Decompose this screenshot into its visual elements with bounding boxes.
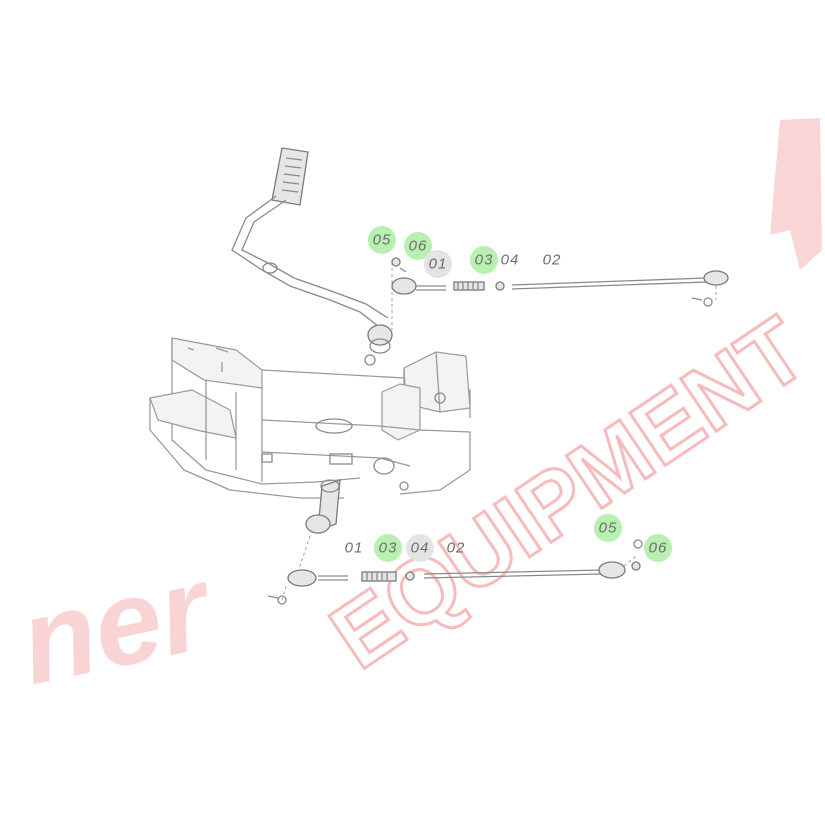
bottom-spring <box>361 571 397 582</box>
callout-highlight <box>470 246 498 274</box>
callout-bottom-06: 06 <box>644 534 672 562</box>
callout-label: 04 <box>411 540 430 557</box>
callout-highlight <box>594 514 622 542</box>
brake-pedal <box>231 147 393 354</box>
bottom-rod-end <box>598 561 626 579</box>
callout-bottom-01: 01 <box>345 540 364 557</box>
watermark-block-text: EQUIPMENT <box>313 298 823 688</box>
callout-bottom-05: 05 <box>594 514 622 542</box>
lower-pedal-shaft <box>305 479 341 534</box>
bottom-nut <box>405 571 415 581</box>
top-rod <box>511 277 707 290</box>
watermark-tractor-logo <box>770 118 822 270</box>
top-nut <box>495 281 505 291</box>
bottom-rod <box>423 569 603 579</box>
callout-highlight <box>374 534 402 562</box>
callout-top-01: 01 <box>424 250 452 278</box>
callout-top-04: 04 <box>501 252 520 269</box>
callout-label: 01 <box>345 540 364 557</box>
callout-label: 02 <box>543 252 562 269</box>
chassis-frame <box>149 337 471 499</box>
callout-label: 05 <box>373 232 392 249</box>
callout-top-06: 06 <box>404 232 432 260</box>
top-spring <box>453 281 485 291</box>
top-clevis <box>391 277 417 295</box>
callout-bottom-04: 04 <box>406 534 434 562</box>
callout-bottom-02: 02 <box>447 540 466 557</box>
callout-highlight <box>368 226 396 254</box>
bottom-clevis <box>287 569 317 587</box>
pedal-pad <box>271 147 309 206</box>
callout-top-05: 05 <box>368 226 396 254</box>
callout-label: 03 <box>475 252 494 269</box>
callout-highlight <box>644 534 672 562</box>
callout-label: 03 <box>379 540 398 557</box>
callout-bottom-03: 03 <box>374 534 402 562</box>
top-linkage-rod <box>391 257 729 330</box>
top-rod-end <box>703 270 729 286</box>
callout-highlight <box>406 534 434 562</box>
callout-label: 04 <box>501 252 520 269</box>
callout-highlight <box>404 232 432 260</box>
callout-top-02: 02 <box>543 252 562 269</box>
frame-slot <box>315 418 353 434</box>
watermark-script-text: ner <box>9 539 226 710</box>
callout-label: 06 <box>409 238 428 255</box>
callouts-bottom: 01 03 04 02 05 06 <box>345 514 672 562</box>
pedal-arm <box>231 195 389 327</box>
callout-label: 01 <box>429 256 448 273</box>
callout-label: 05 <box>599 520 618 537</box>
callout-highlight <box>424 250 452 278</box>
callout-label: 02 <box>447 540 466 557</box>
callout-label: 06 <box>649 540 668 557</box>
callout-top-03: 03 <box>470 246 498 274</box>
callouts-top: 05 06 01 03 04 02 <box>368 226 562 278</box>
bottom-linkage-rod <box>267 529 643 605</box>
